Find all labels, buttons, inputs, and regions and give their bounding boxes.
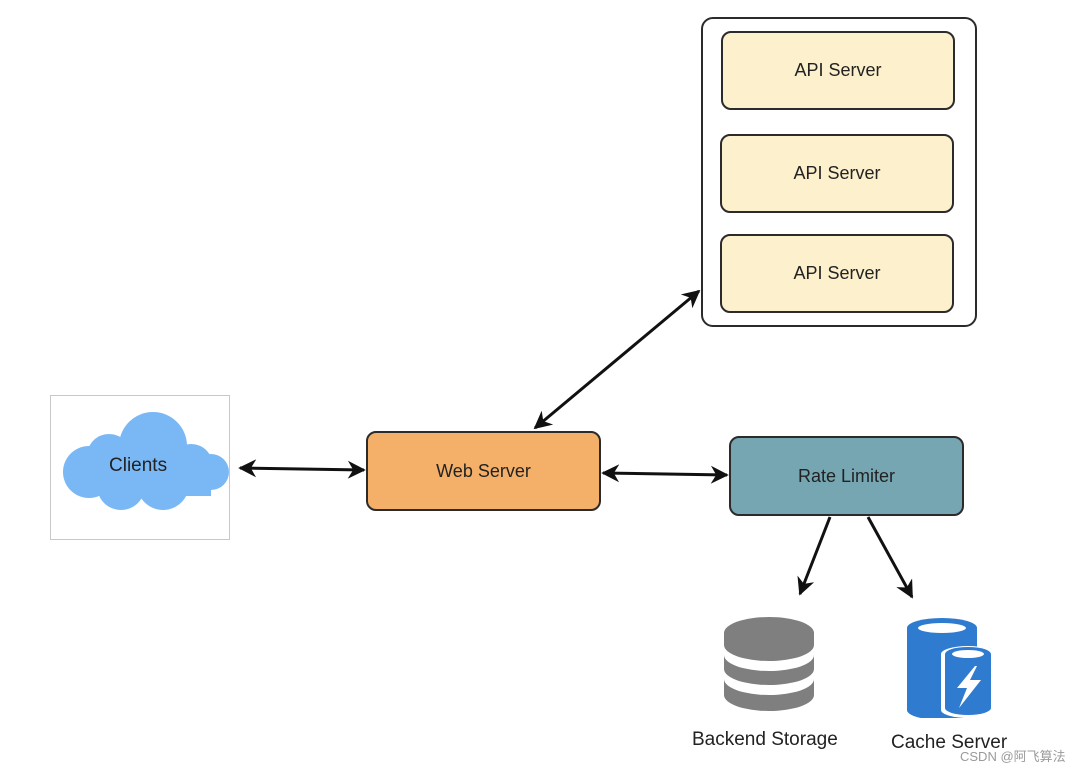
- edge-clients-web-server: [238, 459, 366, 479]
- api-server-2[interactable]: API Server: [720, 134, 954, 213]
- cloud-icon: [63, 412, 229, 510]
- api-server-1[interactable]: API Server: [721, 31, 955, 110]
- clients-label: Clients: [109, 455, 168, 476]
- database-icon: [724, 617, 814, 711]
- backend-storage-label: Backend Storage: [692, 729, 838, 750]
- rate-limiter-node[interactable]: Rate Limiter: [729, 436, 964, 516]
- api-server-1-label: API Server: [794, 60, 882, 80]
- edge-web-server-api-group: [533, 289, 701, 430]
- cache-database-icon: [907, 618, 995, 718]
- api-server-2-label: API Server: [793, 163, 881, 183]
- cache-server-label: Cache Server: [891, 732, 1008, 753]
- watermark: CSDN @阿飞算法: [960, 749, 1066, 764]
- api-server-3-label: API Server: [793, 263, 881, 283]
- web-server-label: Web Server: [436, 460, 531, 481]
- rate-limiter-label: Rate Limiter: [797, 465, 896, 486]
- edge-rate-limiter-cache-server: [866, 516, 914, 599]
- web-server-node[interactable]: Web Server: [366, 431, 601, 511]
- api-server-3[interactable]: API Server: [720, 234, 954, 313]
- edge-rate-limiter-backend-storage: [797, 516, 832, 596]
- edge-web-server-rate-limiter: [601, 464, 729, 484]
- clients-node[interactable]: Clients: [50, 395, 230, 540]
